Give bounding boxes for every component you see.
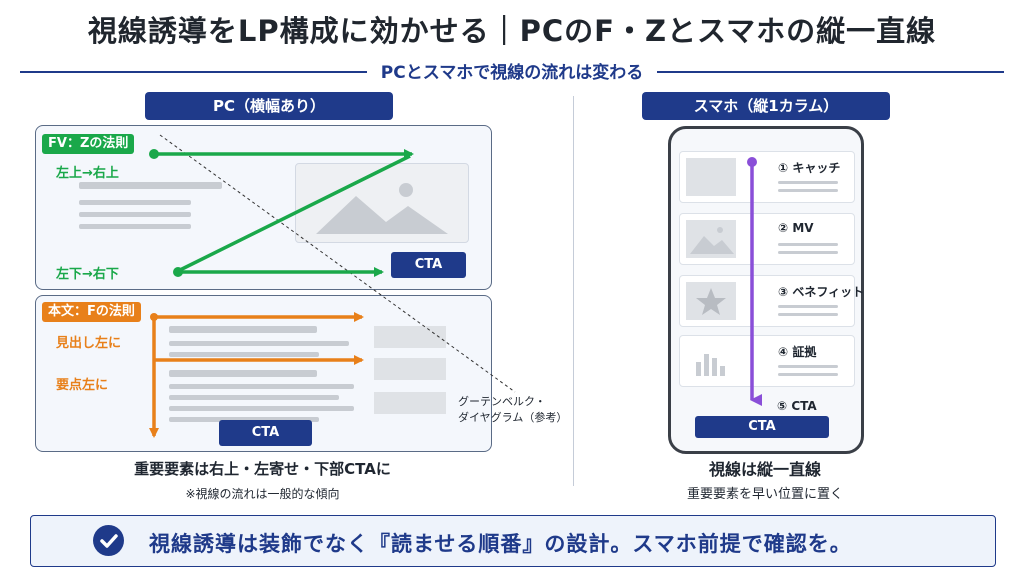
- sp-cta-button[interactable]: CTA: [695, 416, 829, 438]
- sp-card-line: [778, 251, 838, 254]
- bottom-message-banner: 視線誘導は装飾でなく『読ませる順番』の設計。スマホ前提で確認を。: [30, 515, 996, 567]
- sp-card: ② MV: [679, 213, 855, 265]
- sp-card-line: [778, 373, 838, 376]
- sp-header: スマホ（縦1カラム）: [642, 92, 890, 120]
- gutenberg-label-2: ダイヤグラム（参考）: [458, 411, 568, 424]
- mountain-image-icon: [316, 183, 448, 234]
- mountain-image-icon: [686, 220, 736, 258]
- fv-label-top: 左上→右上: [56, 166, 119, 181]
- body-side-box: [374, 392, 446, 414]
- pc-body-panel: 本文：Fの法則 見出し左に 要点左に CTA: [35, 295, 492, 452]
- page-title: 視線誘導をLP構成に効かせる｜PCのF・Zとスマホの縦一直線: [87, 14, 937, 48]
- pc-caption-note: ※視線の流れは一般的な傾向: [185, 487, 340, 501]
- fv-label-bottom: 左下→右下: [56, 267, 119, 282]
- subtitle: PCとスマホで視線の流れは変わる: [20, 58, 1004, 83]
- body-label-2: 要点左に: [56, 378, 109, 393]
- sp-card-line: [778, 365, 838, 368]
- fv-text-line: [79, 182, 222, 189]
- gutenberg-diagonal: [159, 134, 516, 393]
- star-icon: [686, 282, 736, 320]
- body-text-line: [169, 326, 317, 333]
- bar-chart-icon: [686, 342, 736, 380]
- phone-mockup: ① キャッチ ② MV ③ ベネフィット ④ 証拠 ⑤ CTA CTA: [668, 126, 864, 454]
- fv-text-line: [79, 200, 191, 205]
- sp-card-line: [778, 189, 838, 192]
- fv-text-line: [79, 212, 191, 217]
- sp-card-label: ⑤ CTA: [777, 399, 817, 413]
- fv-cta-button[interactable]: CTA: [391, 252, 466, 278]
- sp-card-line: [778, 181, 838, 184]
- column-divider: [573, 96, 574, 486]
- body-tag: 本文：Fの法則: [42, 302, 141, 322]
- sp-card: ⑤ CTA: [679, 391, 853, 435]
- subtitle-text: PCとスマホで視線の流れは変わる: [366, 63, 658, 83]
- body-side-box: [374, 358, 446, 380]
- sp-card-label: ③ ベネフィット: [778, 285, 865, 299]
- pc-caption-main: 重要要素は右上・左寄せ・下部CTAに: [134, 460, 391, 478]
- body-cta-button[interactable]: CTA: [219, 420, 312, 446]
- gutenberg-label-1: グーテンベルク・: [458, 395, 546, 408]
- body-label-1: 見出し左に: [56, 336, 122, 351]
- sp-caption-main: 視線は縦一直線: [708, 460, 821, 479]
- sp-card-line: [778, 305, 838, 308]
- body-side-box: [374, 326, 446, 348]
- fv-text-line: [79, 224, 191, 229]
- body-text-line: [169, 417, 319, 422]
- body-text-line: [169, 384, 354, 389]
- body-text-line: [169, 370, 317, 377]
- sp-card-label: ① キャッチ: [778, 161, 841, 175]
- sp-card: ① キャッチ: [679, 151, 855, 203]
- sp-card-label: ④ 証拠: [778, 345, 817, 359]
- body-text-line: [169, 395, 339, 400]
- sp-caption-sub: 重要要素を早い位置に置く: [686, 487, 843, 502]
- sp-card-line: [778, 243, 838, 246]
- bottom-message: 視線誘導は装飾でなく『読ませる順番』の設計。スマホ前提で確認を。: [149, 532, 852, 556]
- body-text-line: [169, 406, 354, 411]
- fv-tag: FV：Zの法則: [42, 134, 135, 154]
- subtitle-banner: PCとスマホで視線の流れは変わる: [20, 58, 1004, 84]
- image-placeholder-icon: [686, 158, 736, 196]
- sp-card-label: ② MV: [778, 221, 814, 235]
- sp-card: ④ 証拠: [679, 335, 855, 387]
- check-icon: [93, 525, 124, 556]
- sp-card-line: [778, 313, 838, 316]
- fv-hero-image: [295, 163, 469, 243]
- body-text-line: [169, 341, 349, 346]
- body-text-line: [169, 352, 319, 357]
- sp-card: ③ ベネフィット: [679, 275, 864, 327]
- pc-header: PC（横幅あり）: [145, 92, 393, 120]
